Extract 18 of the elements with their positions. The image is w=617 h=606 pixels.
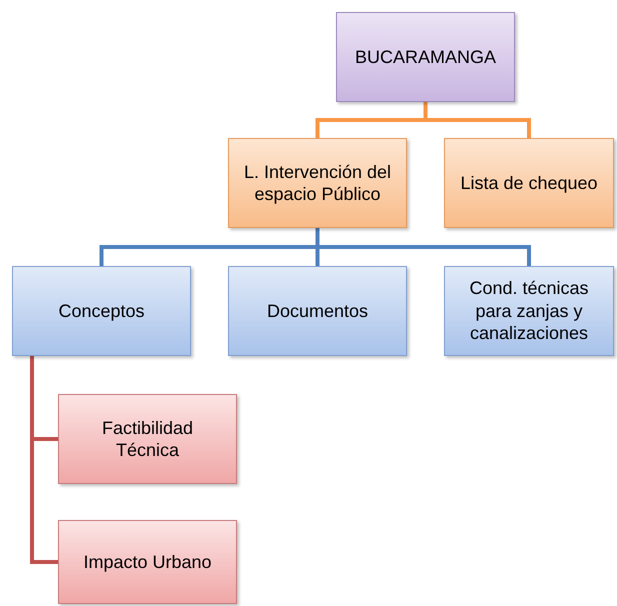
box-label: Factibilidad Técnica	[100, 416, 194, 462]
connector-line	[316, 228, 531, 266]
org-box	[58, 394, 237, 484]
box-label: Cond. técnicas para zanjas y canalizaciones	[468, 277, 590, 345]
org-box	[228, 138, 407, 228]
org-box	[444, 266, 614, 356]
connector-line	[30, 356, 58, 564]
org-box	[444, 138, 614, 228]
box-label: Impacto Urbano	[83, 550, 212, 574]
org-box	[58, 520, 237, 604]
org-box	[336, 12, 515, 102]
box-label: Lista de chequeo	[460, 172, 598, 194]
org-box	[228, 266, 407, 356]
box-label: BUCARAMANGA	[354, 46, 496, 68]
box-label: Conceptos	[58, 300, 145, 322]
box-label: Documentos	[266, 300, 368, 322]
box-label: L. Intervención del espacio Público	[243, 160, 392, 206]
org-box	[12, 266, 191, 356]
